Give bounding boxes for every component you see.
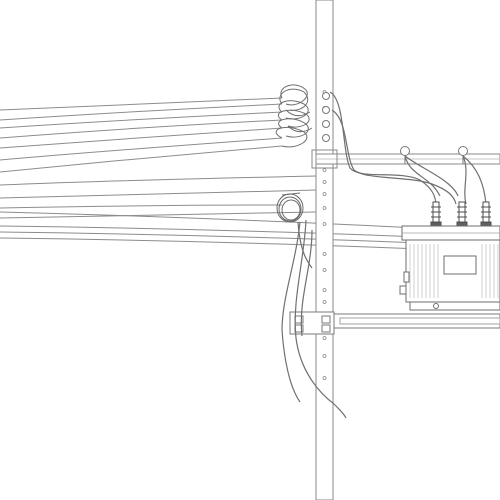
bushing-cable [329, 91, 437, 207]
overhead-wire [0, 204, 283, 209]
bolt-hole [322, 300, 327, 304]
wire-loops [275, 84, 313, 148]
pole-attachment-insulators [322, 92, 330, 142]
wire-loop [287, 125, 313, 133]
downlead-cable [297, 221, 313, 269]
utility-pole [315, 0, 334, 500]
mounting-bracket [289, 311, 500, 335]
crossarm-insulators [400, 146, 468, 164]
transformer-base [409, 301, 500, 311]
downlead-cable [300, 229, 313, 337]
bushing [430, 201, 442, 227]
bolt-hole [322, 336, 327, 340]
wire-loop [280, 84, 308, 106]
insulator [322, 92, 330, 100]
overhead-wire [0, 103, 283, 121]
downlead-cables [281, 219, 347, 419]
bushing-cable [404, 155, 459, 197]
wire-loop [278, 100, 309, 120]
overhead-wire [0, 189, 317, 199]
overhead-wire [0, 111, 283, 129]
bushing-cable [462, 155, 467, 205]
overhead-wire [0, 145, 283, 173]
bushing-cable [404, 155, 441, 197]
cable-coil [276, 192, 304, 223]
cooling-fins [409, 244, 499, 298]
downlead-cable [281, 221, 301, 403]
bolt-hole [322, 222, 327, 226]
wire-loop [278, 118, 309, 138]
bolt-hole [322, 206, 327, 210]
bolt-hole [322, 268, 327, 272]
overhead-wire [0, 97, 283, 111]
transformer-bushings [430, 201, 492, 227]
crossarm-insulator [458, 146, 468, 164]
insulator [322, 120, 330, 128]
bracket-channel [333, 313, 500, 329]
bolt-hole [322, 192, 327, 196]
bushing-cables [329, 91, 487, 207]
bushing [480, 201, 492, 227]
wire-loop [285, 109, 311, 117]
bolt-hole [322, 376, 327, 380]
bolt-hole [322, 354, 327, 358]
bushing-cable [331, 109, 457, 205]
bushing [456, 201, 468, 227]
insulator [322, 106, 330, 114]
downlead-cable [294, 219, 347, 419]
nameplate [443, 255, 477, 275]
wire-loop [279, 88, 309, 111]
insulator [322, 134, 330, 142]
bolt-hole [322, 252, 327, 256]
pole-mounted-transformer [399, 225, 500, 311]
overhead-wire [0, 127, 283, 149]
wire-loop [275, 126, 308, 148]
crossarm-clamp [311, 149, 338, 169]
overhead-wire [0, 119, 283, 139]
overhead-wire [0, 175, 317, 186]
bushing-cable [462, 155, 487, 205]
pole-shaft [315, 0, 334, 500]
bolt-hole [322, 180, 327, 184]
bolt-hole [322, 288, 327, 292]
overhead-wire [0, 137, 283, 161]
